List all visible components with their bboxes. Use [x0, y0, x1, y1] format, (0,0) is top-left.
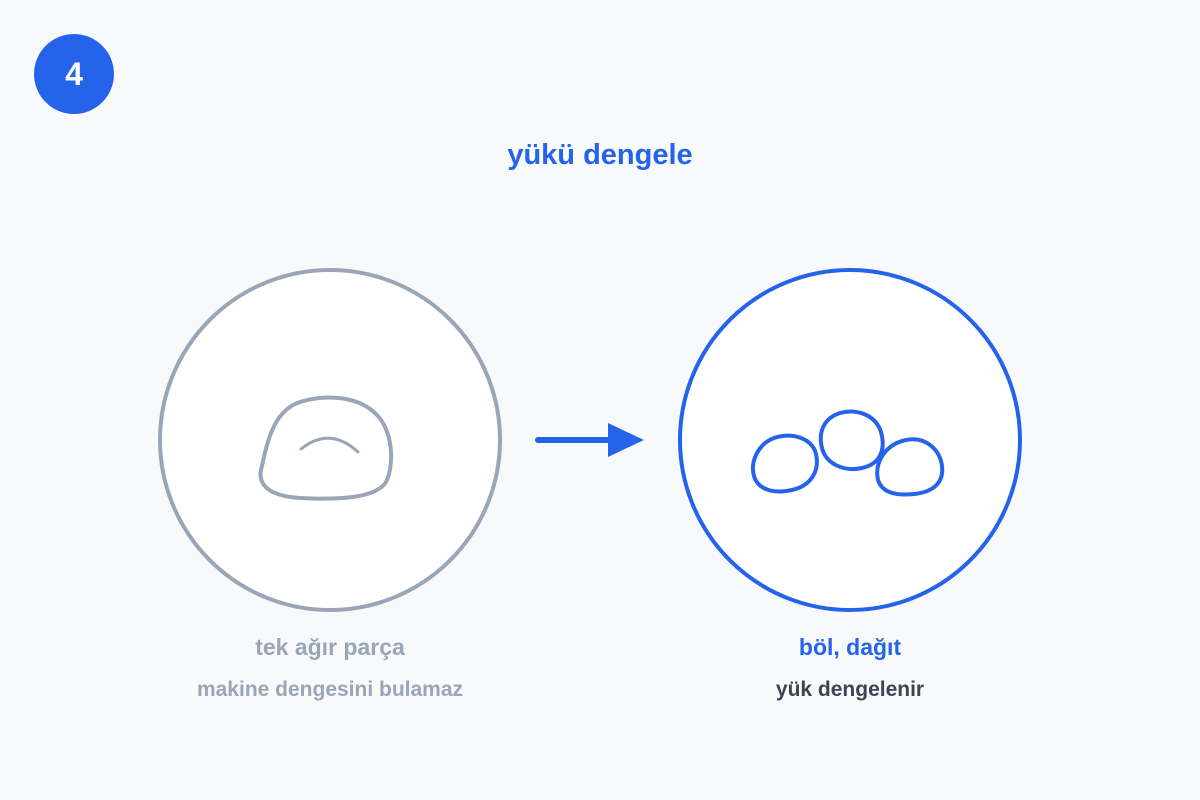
- left-subcaption: makine dengesini bulamaz: [196, 678, 464, 701]
- left-circle: [158, 268, 502, 612]
- right-panel-illustration: [678, 268, 1022, 612]
- left-panel-illustration: [158, 268, 502, 612]
- right-arrow-icon: [535, 423, 644, 457]
- right-circle: [678, 268, 1022, 612]
- load-piece-middle: [818, 409, 885, 471]
- load-curve-mark: [299, 436, 360, 454]
- diagram-title: yükü dengele: [507, 139, 693, 171]
- right-caption: böl, dağıt: [798, 634, 902, 660]
- load-piece-left: [751, 433, 819, 494]
- load-piece-right: [875, 437, 945, 497]
- step-number-badge: 4: [34, 34, 114, 114]
- single-heavy-load-shape: [258, 395, 394, 501]
- left-caption: tek ağır parça: [255, 634, 405, 660]
- right-subcaption: yük dengelenir: [775, 678, 925, 701]
- step-number: 4: [65, 55, 83, 92]
